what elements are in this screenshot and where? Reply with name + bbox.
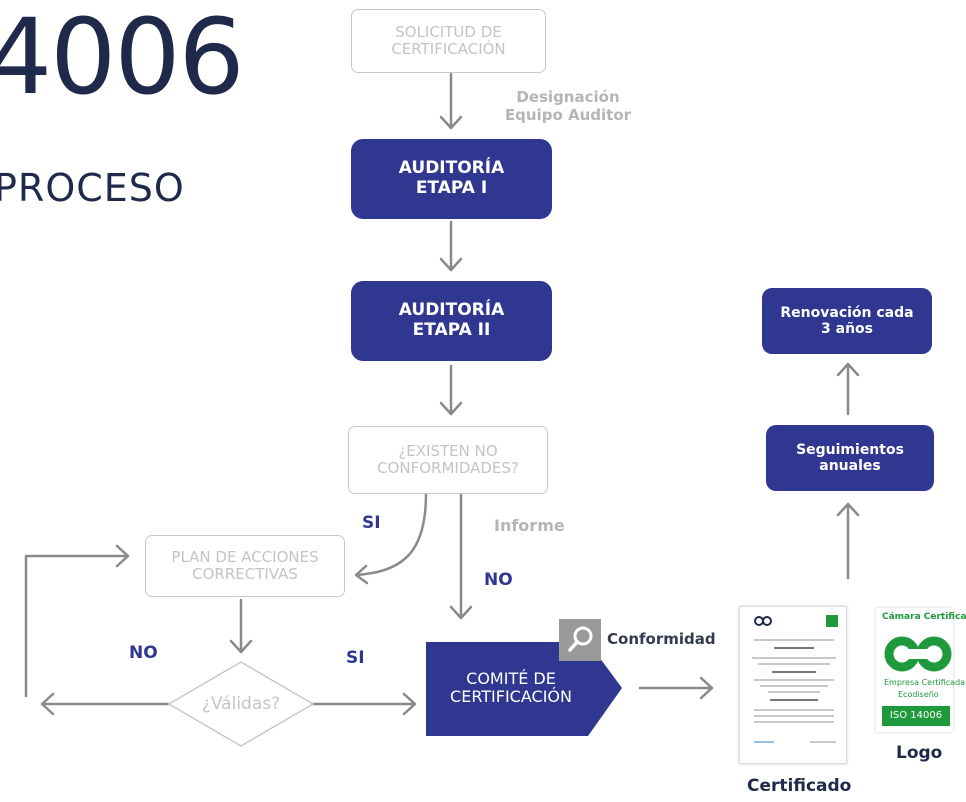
arrow-icon (836, 362, 860, 416)
arrow-icon (439, 220, 463, 272)
comite-label: COMITÉ DE CERTIFICACIÓN (450, 668, 572, 706)
certification-logo-card: Cámara Certifica Empresa Certificada Eco… (876, 608, 966, 732)
si-label-existen: SI (362, 513, 381, 533)
validas-label: ¿Válidas? (201, 694, 281, 715)
search-icon (559, 619, 601, 661)
arrow-icon (24, 544, 130, 698)
logo-label: Logo (896, 743, 943, 763)
page-subtitle: PROCESO (0, 166, 185, 210)
plan-box: PLAN DE ACCIONES CORRECTIVAS (145, 535, 345, 597)
certificate-document (739, 606, 847, 764)
designacion-label: Designación Equipo Auditor (504, 88, 632, 124)
certificado-label: Certificado (747, 776, 852, 796)
certificate-brand-icon (754, 616, 772, 626)
solicitud-box: SOLICITUD DE CERTIFICACIÓN (351, 9, 546, 73)
arrow-icon (229, 598, 253, 654)
arrow-icon (439, 364, 463, 416)
renovacion-box: Renovación cada 3 años (762, 288, 932, 354)
etapa1-box: AUDITORÍA ETAPA I (351, 139, 552, 219)
logo-header: Cámara Certifica (882, 612, 966, 622)
arrow-icon (354, 492, 428, 585)
no-label-validas: NO (129, 643, 158, 663)
seguimientos-box: Seguimientos anuales (766, 425, 934, 491)
etapa2-box: AUDITORÍA ETAPA II (351, 281, 552, 361)
comite-shape (426, 642, 622, 736)
arrow-icon (311, 692, 417, 716)
certificate-seal-icon (826, 615, 838, 627)
logo-standard-badge: ISO 14006 (882, 706, 950, 726)
arrow-icon (439, 72, 463, 130)
arrow-icon (449, 492, 473, 620)
existen-box: ¿EXISTEN NO CONFORMIDADES? (348, 426, 548, 494)
arrow-icon (836, 502, 860, 580)
standard-number: 4006 (0, 0, 245, 118)
no-label-existen: NO (484, 570, 513, 590)
arrow-icon (638, 676, 714, 700)
logo-mark-icon (884, 636, 952, 672)
validas-diamond (167, 661, 315, 747)
conformidad-label: Conformidad (607, 630, 716, 648)
si-label-validas: SI (346, 648, 365, 668)
logo-line2: Ecodiseño (898, 690, 939, 699)
informe-label: Informe (494, 516, 565, 535)
arrow-icon (40, 692, 172, 716)
logo-line1: Empresa Certificada (884, 678, 966, 687)
